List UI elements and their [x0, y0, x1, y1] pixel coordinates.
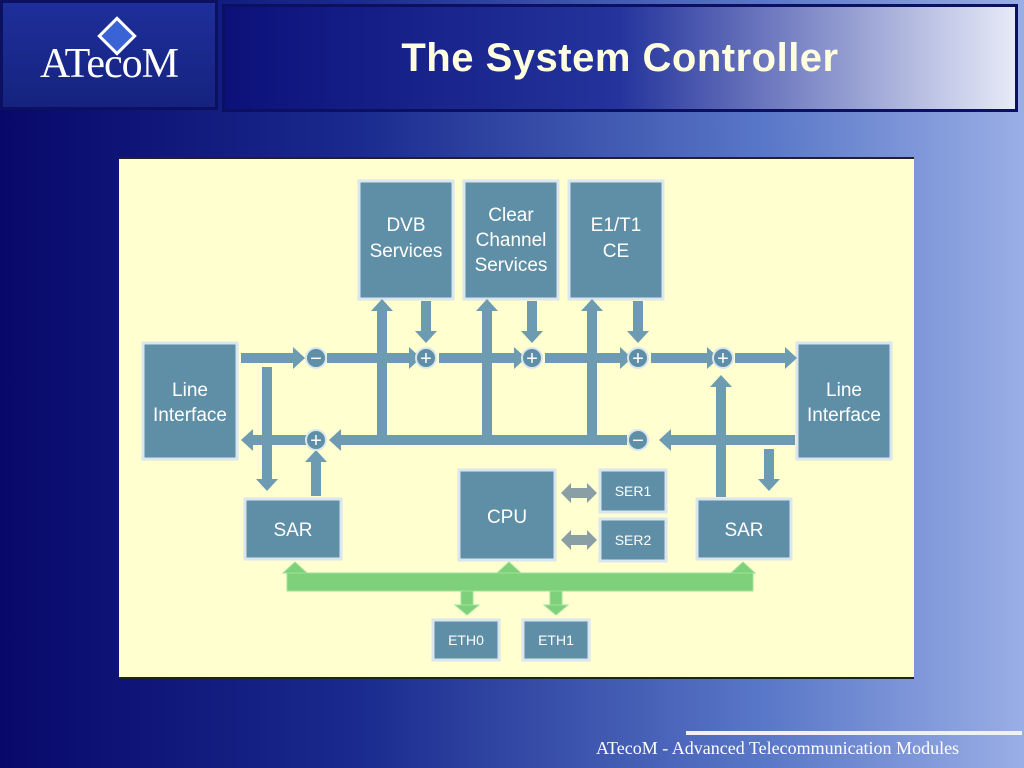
dvb-label-2: Services	[370, 241, 443, 262]
clear-label-3: Services	[475, 255, 548, 276]
line-interface-left-block: Line Interface	[141, 341, 239, 461]
sar-right-block: SAR	[695, 497, 793, 561]
line-left-label-1: Line	[172, 380, 208, 401]
logo-panel	[0, 0, 218, 110]
cpu-block: CPU	[457, 468, 557, 562]
clear-label-1: Clear	[488, 205, 534, 226]
op-plus-bottom: +	[310, 430, 322, 452]
dvb-services-block: DVB Services	[357, 179, 455, 301]
op-minus-bottom: −	[632, 430, 644, 452]
eth1-label: ETH1	[538, 632, 574, 648]
ser2-label: SER2	[615, 532, 652, 548]
sar-right-label: SAR	[724, 520, 763, 541]
top-bus	[241, 347, 797, 369]
sar-left-block: SAR	[243, 497, 343, 561]
bottom-operators: + −	[305, 429, 649, 452]
eth0-label: ETH0	[448, 632, 484, 648]
ser2-block: SER2	[598, 517, 668, 563]
line-right-label-2: Interface	[807, 405, 881, 426]
e1t1-ce-block: E1/T1 CE	[567, 179, 665, 301]
op-minus-1: −	[310, 348, 322, 370]
vertical-connectors	[256, 299, 780, 497]
slide-title: The System Controller	[401, 36, 839, 80]
diagram-canvas: DVB Services Clear Channel Services E1/T…	[141, 179, 893, 662]
footer-divider	[686, 731, 1022, 735]
footer-text: ATecoM - Advanced Telecommunication Modu…	[596, 738, 960, 758]
e1t1-label-1: E1/T1	[591, 215, 642, 236]
cpu-label: CPU	[487, 507, 527, 528]
line-right-label-1: Line	[826, 380, 862, 401]
cpu-ser-links	[561, 483, 597, 550]
logo: ATecoM	[40, 41, 179, 87]
eth1-block: ETH1	[521, 618, 591, 662]
ethernet-bus	[281, 561, 757, 616]
top-operators: − + + + +	[305, 347, 734, 370]
op-plus-1: +	[420, 348, 432, 370]
ser1-block: SER1	[598, 468, 668, 514]
eth0-block: ETH0	[431, 618, 501, 662]
ser1-label: SER1	[615, 483, 652, 499]
sar-left-label: SAR	[273, 520, 312, 541]
title-panel	[222, 4, 1018, 112]
op-plus-3: +	[632, 348, 644, 370]
e1t1-label-2: CE	[603, 241, 629, 262]
clear-label-2: Channel	[476, 230, 547, 251]
system-controller-diagram: DVB Services Clear Channel Services E1/T…	[119, 157, 914, 679]
clear-channel-services-block: Clear Channel Services	[462, 179, 560, 301]
op-plus-2: +	[526, 348, 538, 370]
line-left-label-2: Interface	[153, 405, 227, 426]
line-interface-right-block: Line Interface	[795, 341, 893, 461]
dvb-label-1: DVB	[386, 215, 425, 236]
op-plus-4: +	[717, 348, 729, 370]
